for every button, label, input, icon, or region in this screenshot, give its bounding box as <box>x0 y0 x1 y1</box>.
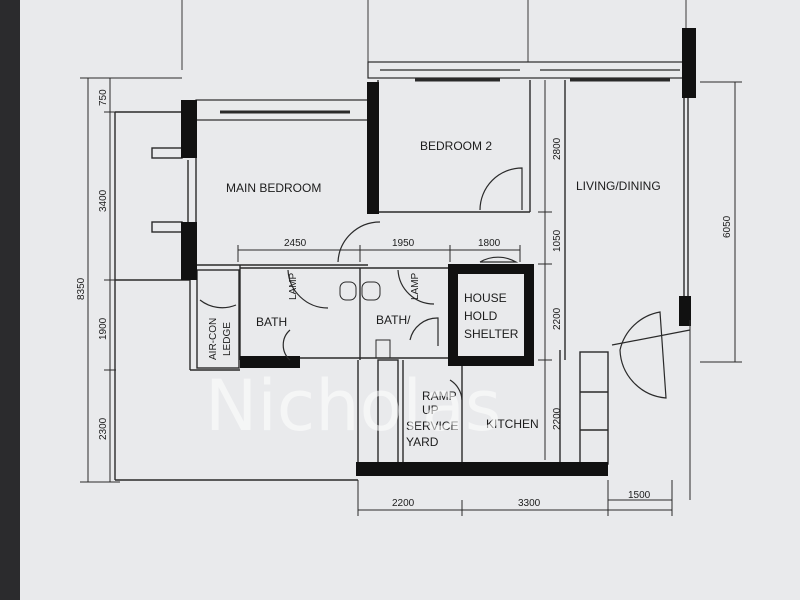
dimension-lines <box>80 77 742 516</box>
dim-2300: 2300 <box>98 417 109 440</box>
screen-bezel-left <box>0 0 20 600</box>
lamp-label-1: LAMP <box>288 272 299 300</box>
room-label-ramp-1: RAMP <box>422 389 457 403</box>
dim-1050: 1050 <box>552 229 563 252</box>
dim-1950: 1950 <box>392 238 415 249</box>
dim-bottom-1500: 1500 <box>628 490 651 501</box>
fixtures <box>339 281 391 359</box>
dim-2200-b: 2200 <box>552 407 563 430</box>
lamp-label-2: LAMP <box>410 272 421 300</box>
room-label-household-1: HOUSE <box>464 291 507 305</box>
room-label-bath-2: BATH/ <box>376 313 411 327</box>
room-label-household-3: SHELTER <box>464 327 519 341</box>
dim-2450: 2450 <box>284 238 307 249</box>
dim-1900: 1900 <box>98 317 109 340</box>
dim-bottom-2200: 2200 <box>392 498 415 509</box>
dim-2200-a: 2200 <box>552 307 563 330</box>
dim-2800: 2800 <box>552 137 563 160</box>
dim-8350: 8350 <box>76 277 87 300</box>
dim-6050: 6050 <box>722 215 733 238</box>
top-window-strip <box>195 61 689 121</box>
room-label-bedroom-2: BEDROOM 2 <box>420 139 492 153</box>
room-label-main-bedroom: MAIN BEDROOM <box>226 181 321 195</box>
dim-1800: 1800 <box>478 238 501 249</box>
room-label-kitchen: KITCHEN <box>486 417 539 431</box>
dim-750: 750 <box>98 89 109 106</box>
door-swings <box>199 167 691 401</box>
room-label-yard: YARD <box>406 435 439 449</box>
room-label-aircon: AIR-CON <box>208 318 219 360</box>
structural-walls <box>181 28 696 476</box>
watermark: Nicholas <box>205 365 501 447</box>
room-label-aircon-ledge: LEDGE <box>222 322 233 356</box>
room-label-living-dining: LIVING/DINING <box>576 179 661 193</box>
dim-3400: 3400 <box>98 189 109 212</box>
room-label-household-2: HOLD <box>464 309 498 323</box>
dim-bottom-3300: 3300 <box>518 498 541 509</box>
room-label-bath-1: BATH <box>256 315 287 329</box>
room-label-service: SERVICE <box>406 419 458 433</box>
room-label-ramp-2: UP <box>422 403 439 417</box>
adjacent-lines <box>181 0 687 70</box>
